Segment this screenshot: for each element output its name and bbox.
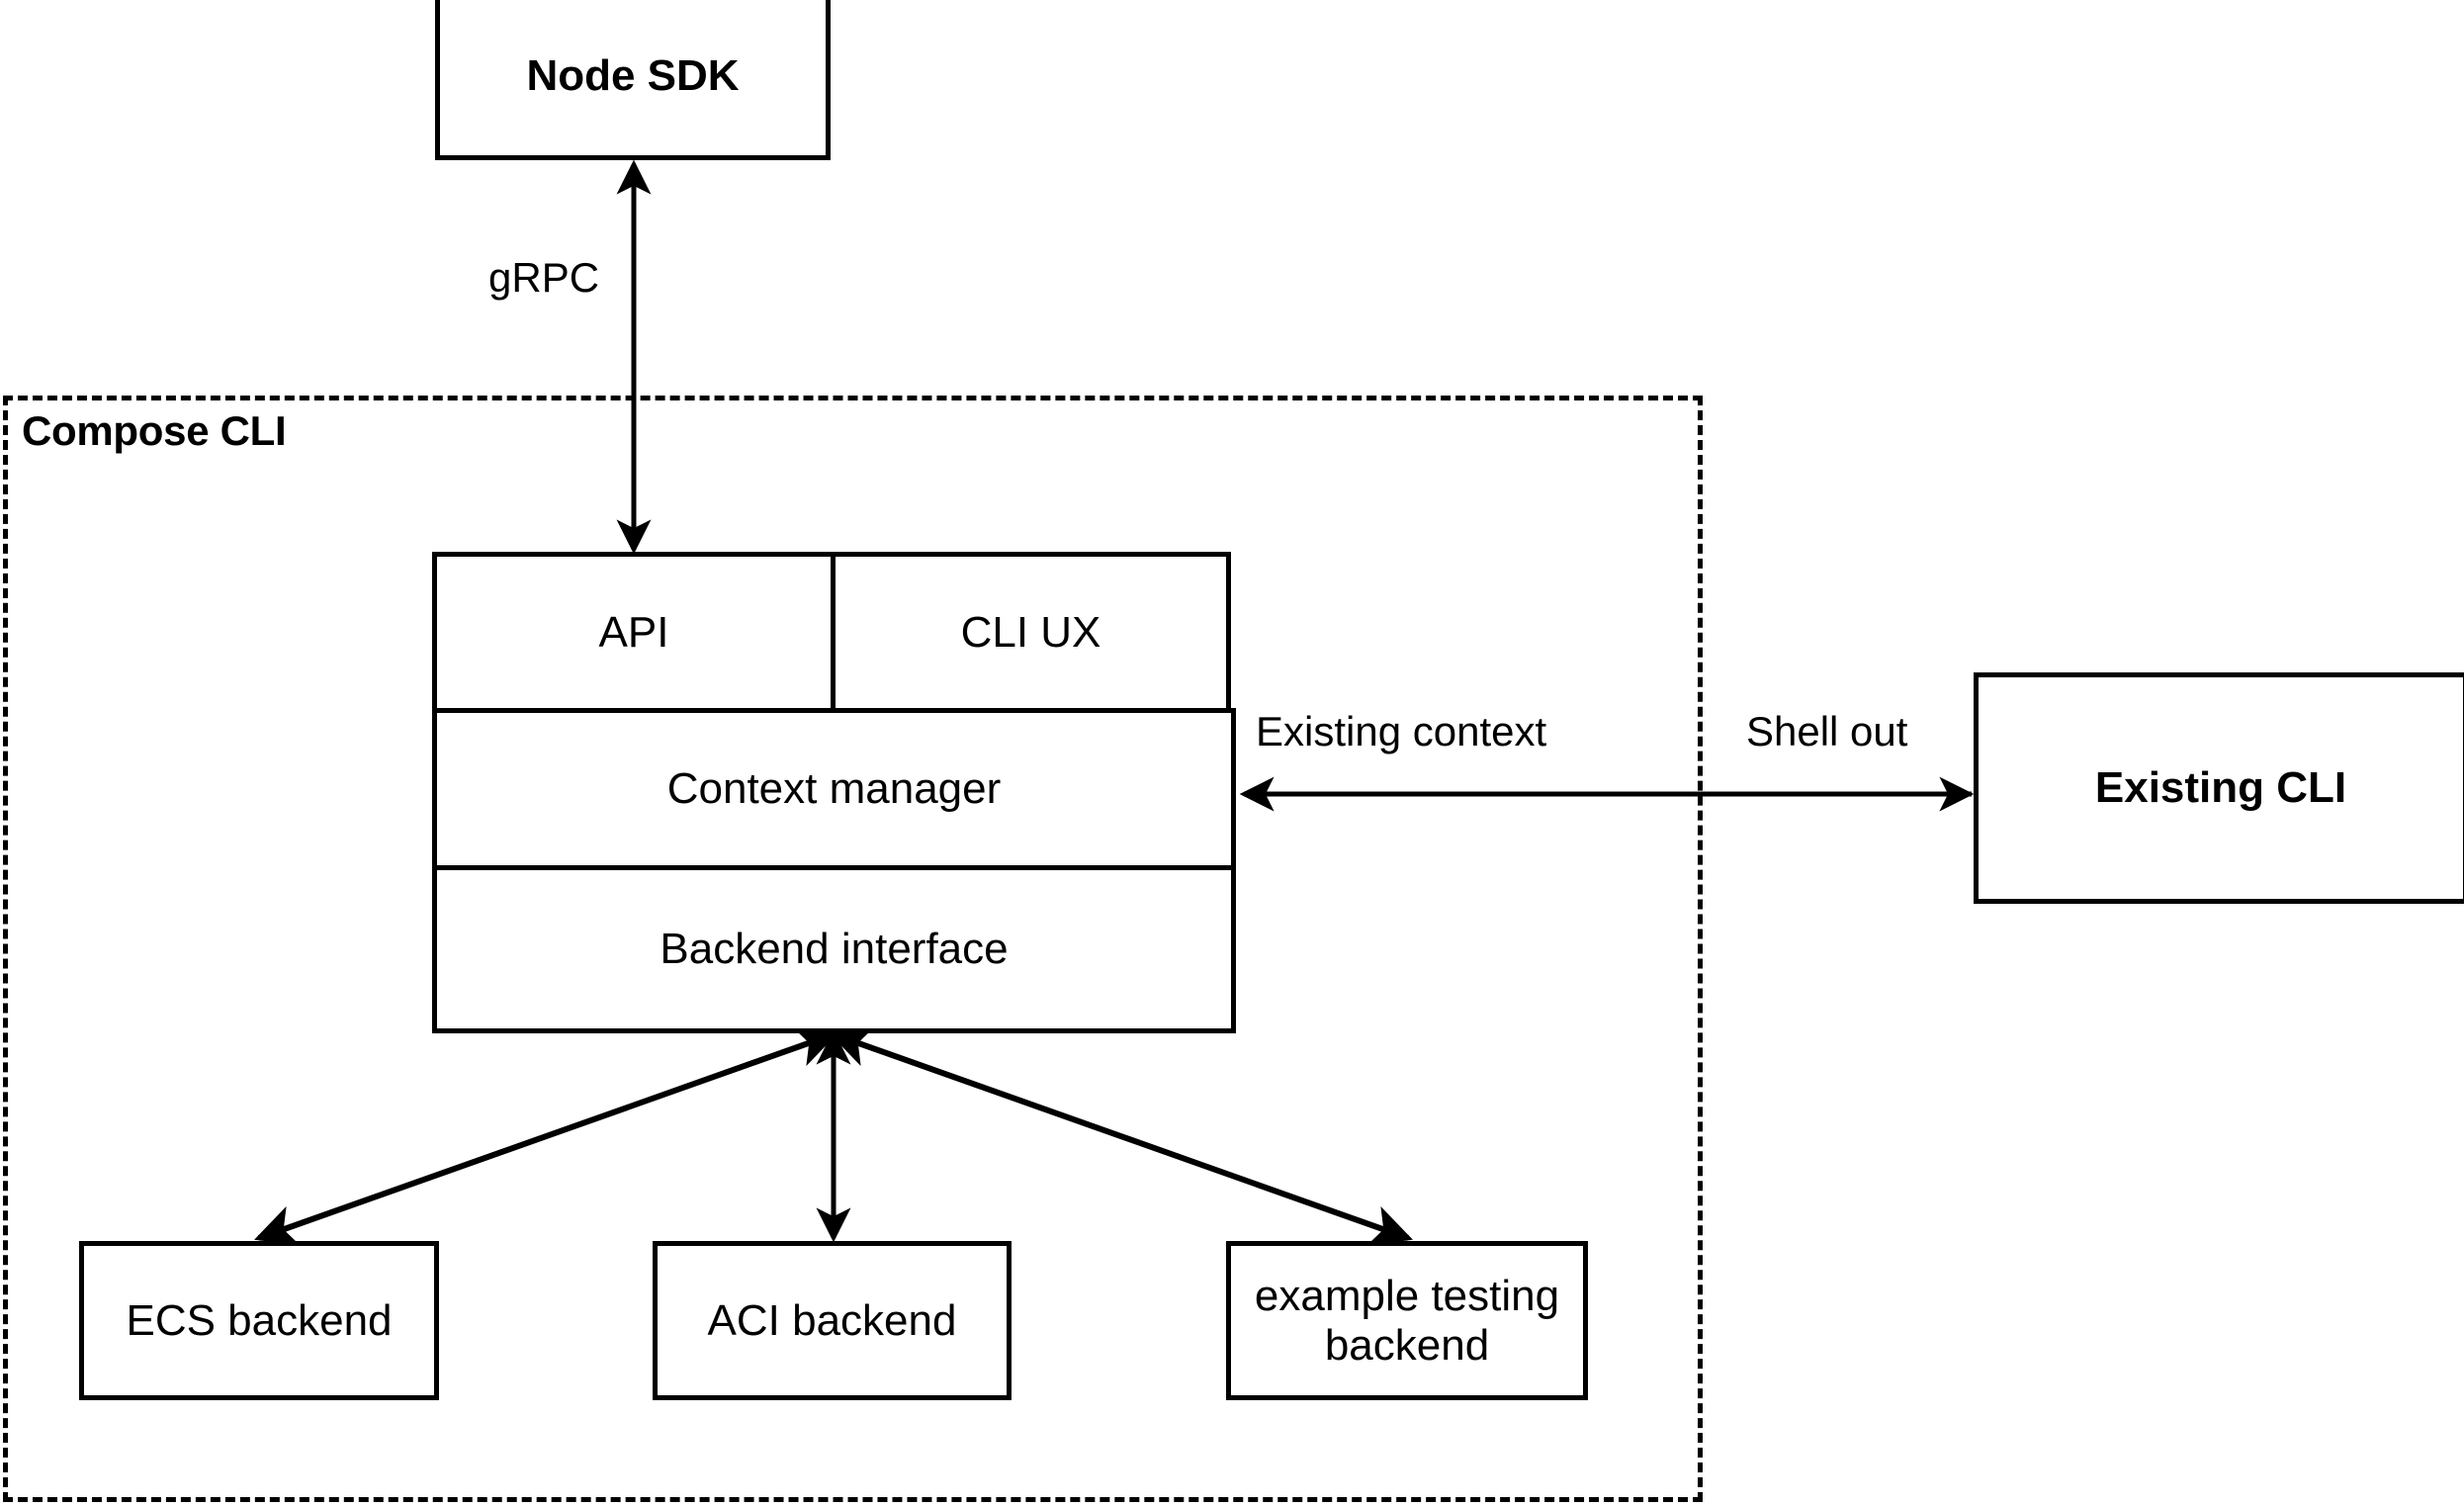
edge-example-testing-line xyxy=(829,1026,1413,1246)
backend-interface-label: Backend interface xyxy=(660,925,1009,974)
aci-backend-box[interactable]: ACI backend xyxy=(653,1241,1012,1400)
edge-ecs-line xyxy=(254,1026,838,1246)
node-sdk-box[interactable]: Node SDK xyxy=(435,0,831,160)
node-sdk-label: Node SDK xyxy=(526,51,740,101)
existing-cli-label: Existing CLI xyxy=(2094,763,2347,813)
shell-out-edge-label: Shell out xyxy=(1746,708,1908,754)
existing-context-edge-label: Existing context xyxy=(1256,708,1547,754)
api-label: API xyxy=(598,607,669,657)
context-manager-label: Context manager xyxy=(666,764,1002,814)
cli-ux-cell[interactable]: CLI UX xyxy=(831,552,1231,713)
cli-ux-label: CLI UX xyxy=(960,607,1101,657)
compose-cli-boundary xyxy=(3,396,1703,1502)
ecs-backend-label: ECS backend xyxy=(126,1295,393,1345)
existing-cli-box[interactable]: Existing CLI xyxy=(1974,672,2464,904)
compose-cli-stack: API CLI UX Context manager Backend inter… xyxy=(432,552,1236,1033)
example-testing-backend-box[interactable]: example testing backend xyxy=(1226,1241,1588,1400)
grpc-edge-label: gRPC xyxy=(488,254,600,301)
stack-top-row: API CLI UX xyxy=(432,552,1236,713)
compose-cli-boundary-label: Compose CLI xyxy=(22,407,287,454)
api-cell[interactable]: API xyxy=(432,552,836,713)
example-testing-backend-label: example testing backend xyxy=(1254,1272,1560,1370)
ecs-backend-box[interactable]: ECS backend xyxy=(79,1241,439,1400)
context-manager-cell[interactable]: Context manager xyxy=(432,708,1236,870)
aci-backend-label: ACI backend xyxy=(707,1295,957,1345)
backend-interface-cell[interactable]: Backend interface xyxy=(432,865,1236,1033)
